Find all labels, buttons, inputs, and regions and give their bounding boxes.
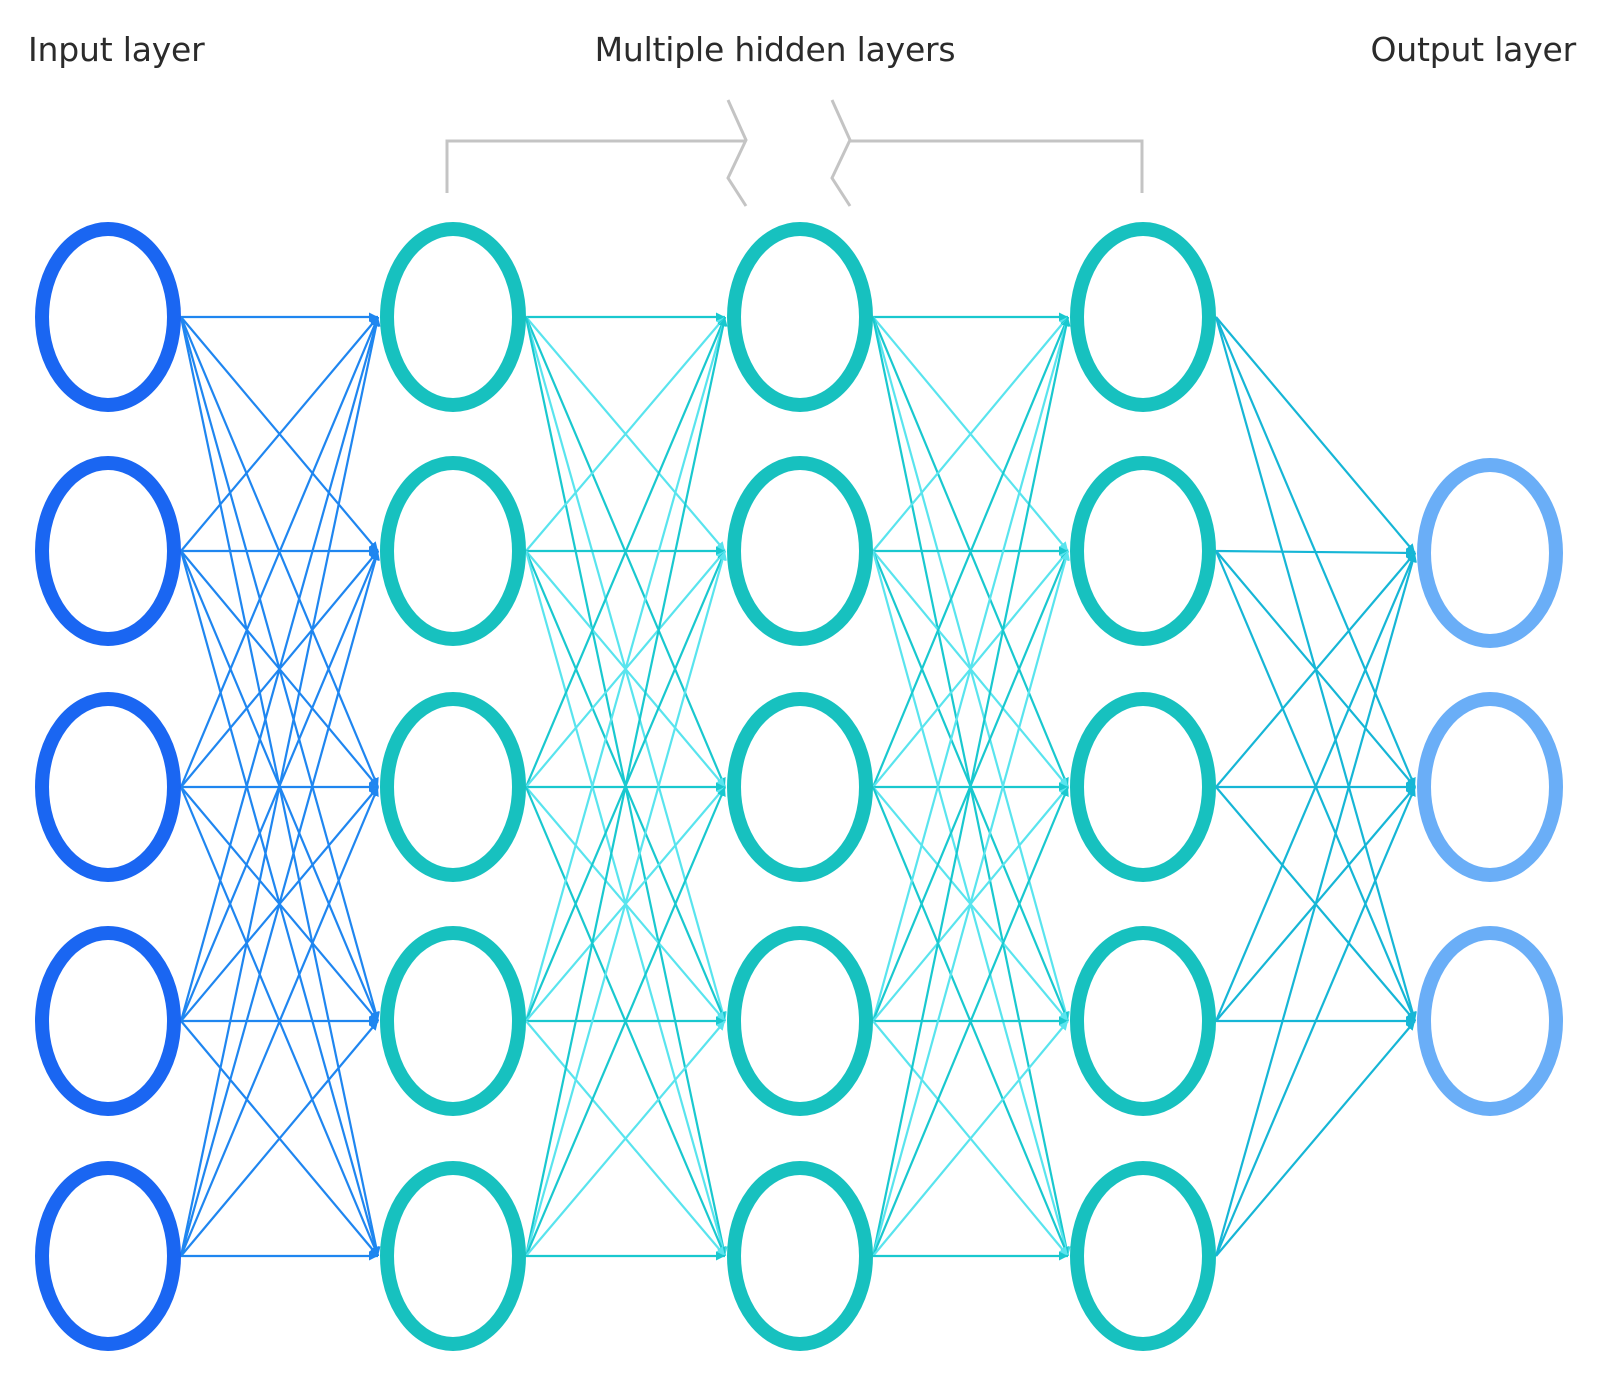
hidden-node-l2-0 (727, 222, 873, 412)
edge-l0-n1-to-n0 (180, 316, 379, 552)
hidden-node-l2-4 (727, 1161, 873, 1351)
edge-l3-n1-to-n0 (1215, 548, 1416, 558)
edge-l2-n3-to-n0 (871, 316, 1070, 1022)
edge-l0-n2-to-n0 (179, 316, 380, 788)
edge-l0-n4-to-n3 (180, 1020, 379, 1257)
hidden-node-l1-1 (380, 456, 526, 646)
edge-l3-n3-to-n0 (1214, 552, 1417, 1022)
input-node-l0-0 (35, 222, 181, 412)
edge-l1-n4-to-n2 (524, 786, 727, 1257)
neuron-nodes (35, 222, 1563, 1351)
edge-l0-n4-to-n2 (179, 786, 380, 1257)
hidden-node-l1-3 (380, 926, 526, 1116)
input-node-l0-2 (35, 692, 181, 882)
input-node-l0-4 (35, 1161, 181, 1351)
hidden-node-l1-0 (380, 222, 526, 412)
hidden-node-l1-2 (380, 692, 526, 882)
edge-l3-n0-to-n0 (1215, 316, 1416, 554)
hidden-node-l3-0 (1070, 222, 1216, 412)
edge-l3-n4-to-n1 (1214, 786, 1417, 1257)
hidden-node-l3-4 (1070, 1161, 1216, 1351)
edge-l0-n4-to-n1 (179, 550, 380, 1257)
hidden-node-l1-4 (380, 1161, 526, 1351)
edge-l1-n1-to-n0 (525, 316, 726, 552)
hidden-node-l2-2 (727, 692, 873, 882)
hidden-node-l3-1 (1070, 456, 1216, 646)
hidden-node-l3-3 (1070, 926, 1216, 1116)
input-node-l0-3 (35, 926, 181, 1116)
edge-l2-n2-to-n0 (871, 316, 1070, 788)
input-node-l0-1 (35, 456, 181, 646)
hidden-node-l2-1 (727, 456, 873, 646)
output-layer-title: Output layer (1370, 30, 1576, 69)
edge-l2-n4-to-n3 (872, 1020, 1069, 1257)
edge-l3-n2-to-n0 (1215, 552, 1416, 788)
edge-l2-n4-to-n1 (871, 550, 1070, 1257)
edge-l1-n4-to-n3 (525, 1020, 726, 1257)
edge-l3-n4-to-n2 (1215, 1020, 1416, 1257)
bracket-break-icon (445, 99, 1144, 207)
edge-l1-n2-to-n0 (524, 316, 727, 788)
edge-l1-n3-to-n0 (524, 316, 727, 1022)
edge-l1-n4-to-n1 (524, 550, 727, 1257)
output-node-l4-1 (1417, 692, 1563, 882)
input-layer-title: Input layer (28, 30, 205, 69)
edge-l0-n4-to-n0 (179, 316, 381, 1257)
connection-edges (179, 312, 1417, 1261)
edge-l3-n4-to-n0 (1214, 552, 1417, 1257)
edge-l0-n3-to-n0 (179, 316, 380, 1022)
hidden-node-l2-3 (727, 926, 873, 1116)
hidden-layers-title: Multiple hidden layers (0, 30, 1600, 69)
edge-l2-n1-to-n0 (872, 316, 1069, 552)
edge-l2-n4-to-n0 (871, 316, 1071, 1257)
output-node-l4-0 (1417, 458, 1563, 648)
edge-l2-n4-to-n2 (871, 786, 1070, 1257)
edge-l1-n4-to-n0 (524, 316, 728, 1257)
output-node-l4-2 (1417, 926, 1563, 1116)
hidden-node-l3-2 (1070, 692, 1216, 882)
hidden-layers-title-text: Multiple hidden layers (594, 30, 956, 69)
